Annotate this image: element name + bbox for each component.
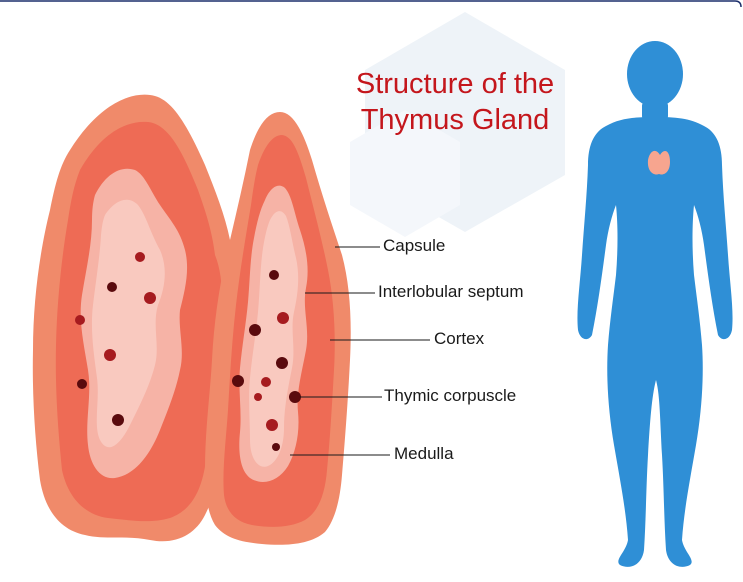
human-body-silhouette bbox=[577, 41, 732, 567]
right-lobe bbox=[205, 112, 351, 545]
title-line-2: Thymus Gland bbox=[310, 102, 600, 138]
title-line-1: Structure of the bbox=[310, 66, 600, 102]
label-capsule: Capsule bbox=[383, 236, 445, 256]
thymus-gland-icon bbox=[648, 151, 670, 175]
label-interlobular-septum: Interlobular septum bbox=[378, 282, 524, 302]
label-thymic-corpuscle: Thymic corpuscle bbox=[384, 386, 516, 406]
diagram-title: Structure of the Thymus Gland bbox=[310, 66, 600, 138]
label-cortex: Cortex bbox=[434, 329, 484, 349]
label-medulla: Medulla bbox=[394, 444, 454, 464]
